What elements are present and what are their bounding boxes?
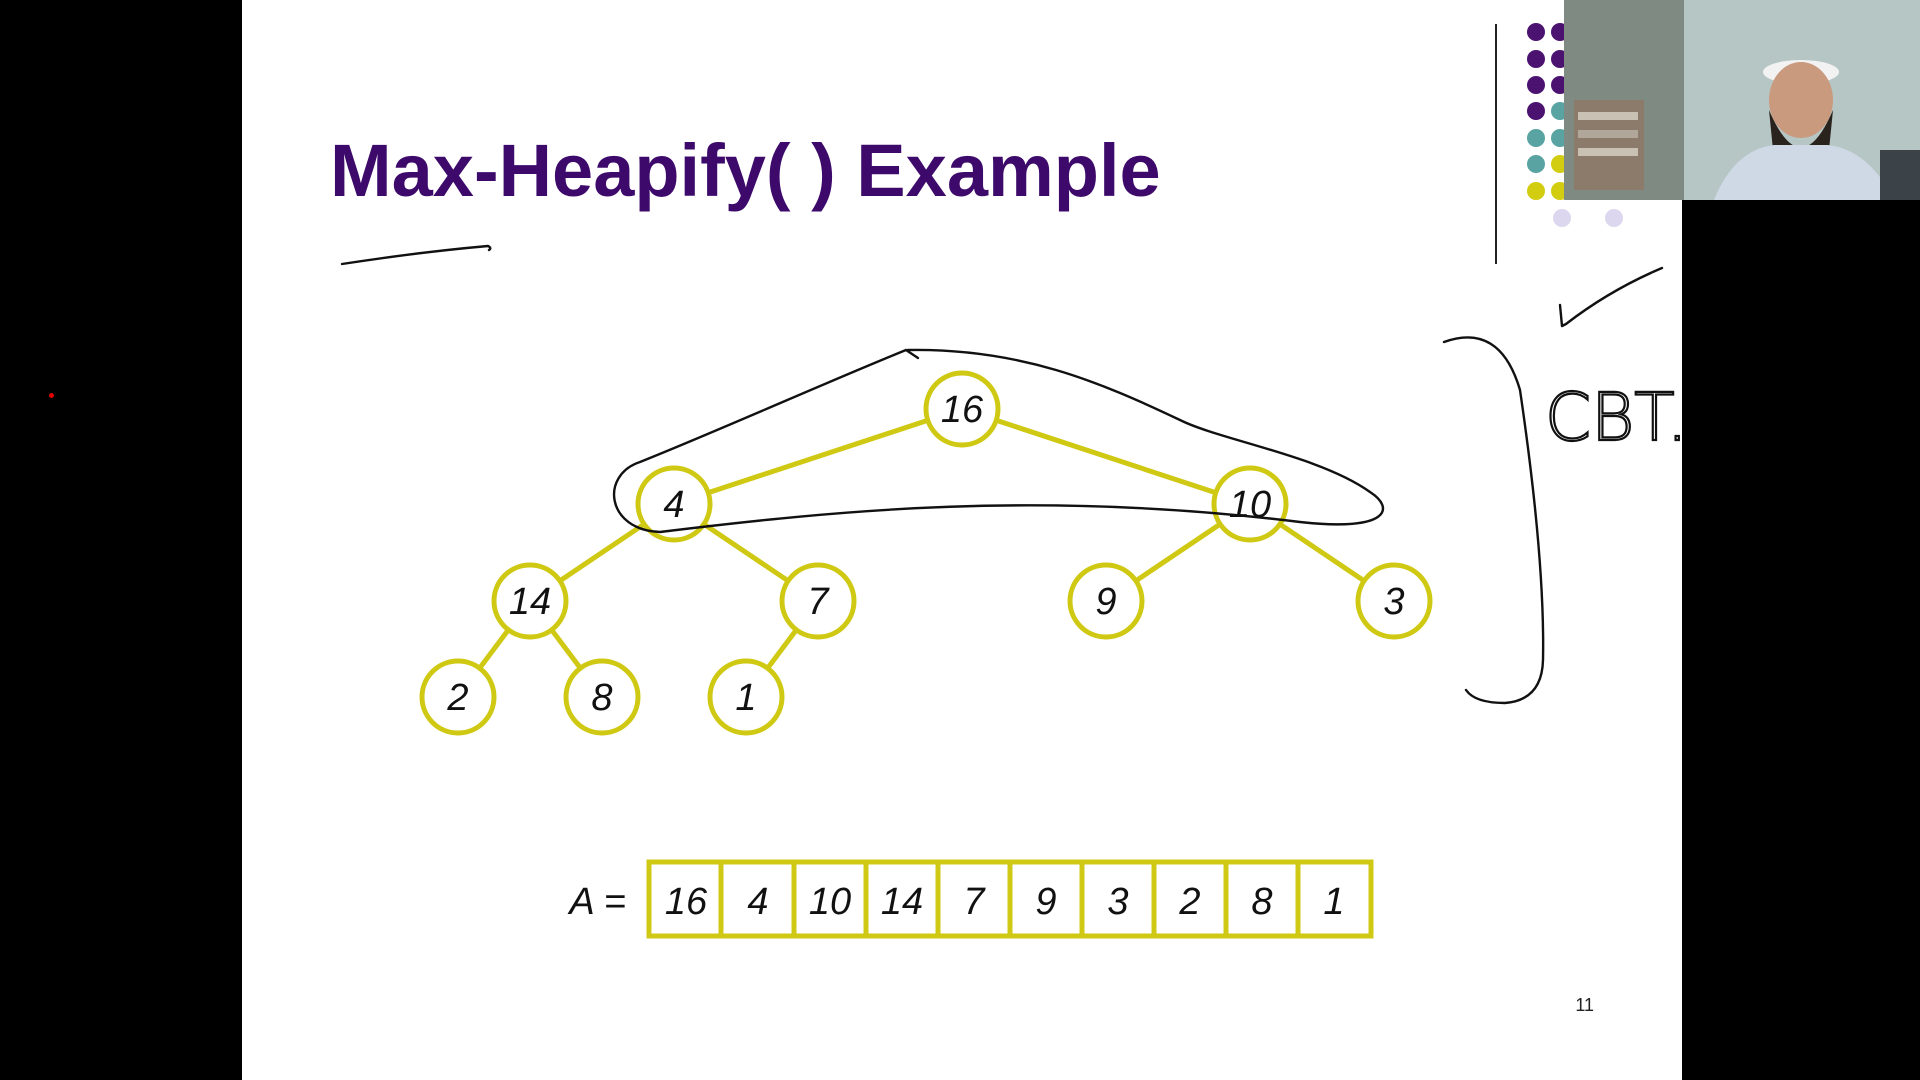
page-number: 11 xyxy=(1575,995,1594,1015)
array-cell: 4 xyxy=(747,881,768,923)
tree-node-label: 8 xyxy=(591,677,612,719)
slide-title: Max-Heapify( ) Example xyxy=(330,129,1161,212)
array-cell: 9 xyxy=(1035,881,1056,923)
array-label: A = xyxy=(567,881,626,923)
tree-node: 8 xyxy=(563,658,641,736)
tree-node: 14 xyxy=(491,562,569,640)
tree-node: 16 xyxy=(923,370,1001,448)
tree-node: 9 xyxy=(1067,562,1145,640)
tree-node: 7 xyxy=(779,562,857,640)
tree-node-label: 7 xyxy=(807,581,830,623)
ink-bracket xyxy=(1442,336,1545,705)
array-cell: 8 xyxy=(1251,881,1272,923)
tree-node-label: 10 xyxy=(1229,484,1271,526)
ink-arrow-head xyxy=(904,348,920,360)
ink-annotations: CBT. xyxy=(340,244,1689,705)
array-cell-dividers xyxy=(718,862,1301,936)
presenter-webcam xyxy=(1564,0,1920,200)
array-cell: 14 xyxy=(881,881,923,923)
tree-edges xyxy=(456,406,1396,699)
presenter-video-icon xyxy=(1564,0,1920,200)
ink-lasso xyxy=(613,348,1385,534)
ink-check-mark xyxy=(1558,266,1664,328)
tree-node-label: 14 xyxy=(509,581,551,623)
ink-title-underline xyxy=(340,244,492,266)
array-cell: 7 xyxy=(963,881,986,923)
array-cell: 3 xyxy=(1107,881,1128,923)
array-cell: 16 xyxy=(665,881,708,923)
tree-node: 2 xyxy=(419,658,497,736)
tree-node: 3 xyxy=(1355,562,1433,640)
tree-node: 4 xyxy=(635,465,713,543)
array-cell: 1 xyxy=(1323,881,1344,923)
tree-node-label: 2 xyxy=(446,677,468,719)
tree-nodes: 16 4 10 14 7 9 3 2 xyxy=(419,370,1433,736)
array-cell: 10 xyxy=(809,881,851,923)
heap-array: A = 16 4 10 14 7 9 3 2 8 1 xyxy=(567,859,1374,939)
tree-node: 1 xyxy=(707,658,785,736)
tree-node-label: 16 xyxy=(941,389,984,431)
ink-annotation-text: CBT. xyxy=(1545,379,1688,456)
tree-node-label: 4 xyxy=(663,484,684,526)
tree-node: 10 xyxy=(1211,465,1289,543)
tree-node-label: 3 xyxy=(1383,581,1404,623)
laser-pointer-dot xyxy=(49,393,54,398)
tree-node-label: 1 xyxy=(735,677,756,719)
tree-node-label: 9 xyxy=(1095,581,1116,623)
array-cell: 2 xyxy=(1178,881,1200,923)
